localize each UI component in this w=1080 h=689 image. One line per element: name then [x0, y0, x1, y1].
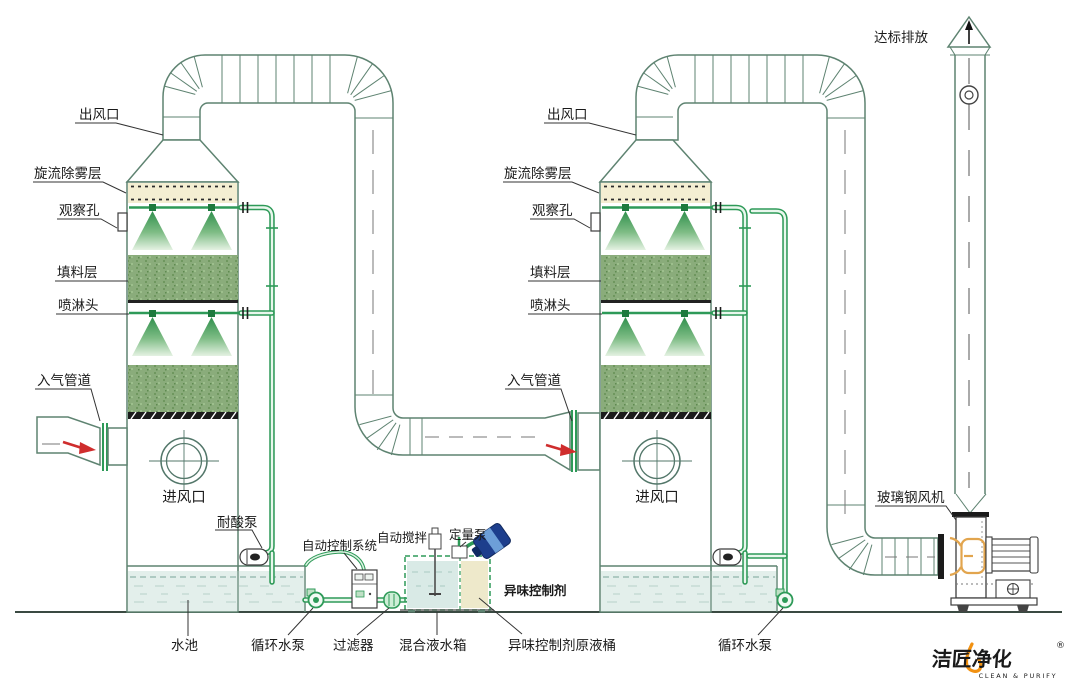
- air-inlet-port: [622, 430, 692, 490]
- metering-pump: [451, 537, 468, 559]
- label-barrel: 异味控制剂原液桶: [508, 638, 616, 654]
- frp-fan: [949, 512, 1039, 612]
- label-packing-right: 填料层: [530, 265, 571, 281]
- label-odor-agent: 异味控制剂: [504, 583, 567, 598]
- label-emission: 达标排放: [874, 30, 928, 46]
- logo-registered-mark: ®: [1056, 641, 1065, 651]
- label-pool: 水池: [171, 638, 198, 654]
- observation-port: [117, 212, 128, 232]
- duct-run-left: [162, 54, 601, 472]
- packing-layer-1: [601, 255, 711, 301]
- brand-logo: 洁匠净化 ® CLEAN & PURIFY: [931, 641, 1065, 680]
- label-filter: 过滤器: [333, 638, 374, 654]
- spray-bank-top: [129, 204, 240, 250]
- gas-inlet-duct-left: [36, 416, 128, 471]
- stirrer: [428, 527, 442, 596]
- label-demister-left: 旋流除雾层: [34, 166, 102, 182]
- fan-inlet-flange: [938, 534, 944, 579]
- logo-name: 洁匠净化: [931, 647, 1013, 671]
- label-fan: 玻璃钢风机: [877, 489, 945, 506]
- acid-pump-left: [239, 548, 269, 566]
- spray-bank-top: [602, 204, 713, 250]
- packing-layer-1: [128, 255, 238, 301]
- water-pool-left: [127, 565, 306, 612]
- observation-port: [590, 212, 601, 232]
- flow-arrow: [545, 443, 577, 456]
- label-auto-stir: 自动搅拌: [377, 530, 428, 545]
- packing-layer-2: [601, 365, 711, 412]
- air-inlet-port: [149, 430, 219, 490]
- duct-run-right: [635, 54, 944, 579]
- tower-hood: [125, 139, 240, 183]
- demister-layer: [128, 183, 237, 203]
- label-circ-pump-left: 循环水泵: [251, 638, 305, 654]
- leader-lines: [33, 122, 957, 636]
- label-observation-left: 观察孔: [59, 202, 100, 219]
- label-spray-right: 喷淋头: [530, 298, 571, 314]
- fan-inlet-cone: [949, 536, 986, 577]
- circulation-pump-left: [306, 588, 325, 609]
- water-pool-right: [600, 565, 778, 612]
- label-demister-right: 旋流除雾层: [504, 166, 572, 182]
- circulation-pump-right: [775, 588, 794, 609]
- demister-layer: [601, 183, 710, 203]
- logo-swoosh-icon: [964, 642, 983, 673]
- fan-motor: [985, 536, 1039, 599]
- label-gas-inlet-right: 入气管道: [507, 373, 561, 389]
- label-air-outlet-left: 出风口: [79, 107, 120, 123]
- label-air-inlet-left: 进风口: [162, 489, 206, 506]
- label-air-outlet-right: 出风口: [547, 107, 588, 123]
- control-cabinet: [351, 569, 378, 609]
- mixing-tank: [400, 523, 511, 613]
- agent-chamber: [461, 561, 488, 608]
- filter-unit: [383, 591, 401, 609]
- tower-hood: [598, 139, 713, 183]
- logo-tagline: CLEAN & PURIFY: [979, 672, 1058, 680]
- up-arrow-icon: [965, 20, 973, 30]
- label-circ-pump-right: 循环水泵: [718, 638, 772, 654]
- spray-bank-bottom: [129, 310, 240, 356]
- flow-arrow: [62, 440, 96, 454]
- label-acid-pump: 耐酸泵: [217, 515, 258, 531]
- label-gas-inlet-left: 入气管道: [37, 373, 91, 389]
- acid-pump-right: [712, 548, 742, 566]
- label-metering-pump: 定量泵: [449, 527, 487, 542]
- label-packing-left: 填料层: [57, 265, 98, 281]
- label-air-inlet-right: 进风口: [635, 489, 679, 506]
- label-observation-right: 观察孔: [532, 202, 573, 219]
- fan-base: [950, 597, 1038, 606]
- agent-barrel: [471, 523, 511, 559]
- label-spray-left: 喷淋头: [58, 298, 99, 314]
- spray-bank-bottom: [602, 310, 713, 356]
- label-control-system: 自动控制系统: [302, 538, 377, 553]
- exhaust-stack: [946, 15, 992, 514]
- duct-ribs-left: [163, 55, 423, 456]
- labels: 出风口 旋流除雾层 观察孔 填料层 喷淋头 入气管道 进风口 耐酸泵 水池 循环…: [34, 30, 945, 654]
- label-mix-tank: 混合液水箱: [399, 638, 467, 654]
- packing-layer-2: [128, 365, 238, 412]
- scrubber-tower-right: [545, 139, 778, 613]
